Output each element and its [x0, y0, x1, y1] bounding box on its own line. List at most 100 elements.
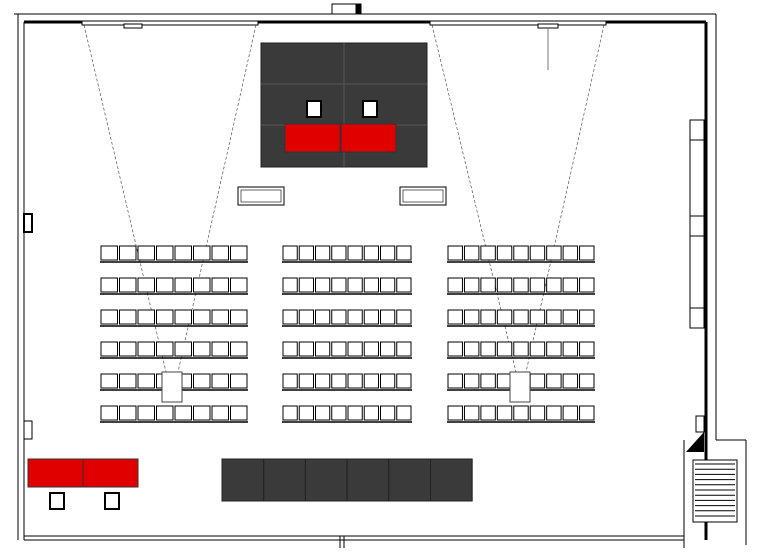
seat [211, 245, 229, 261]
seat [331, 405, 347, 421]
seat [562, 309, 579, 325]
seat [331, 309, 347, 325]
seat [396, 405, 412, 421]
seat [496, 277, 513, 293]
seat [496, 245, 513, 261]
bench-segment [430, 458, 473, 502]
seat [282, 373, 298, 389]
seat [100, 405, 118, 421]
bench-box [49, 492, 65, 510]
seat [174, 277, 192, 293]
seat [331, 373, 347, 389]
seat [156, 277, 174, 293]
seat [331, 341, 347, 357]
seat [529, 405, 546, 421]
bench-red-block [27, 458, 84, 488]
seat [480, 341, 496, 357]
seat [230, 341, 248, 357]
seat [174, 245, 192, 261]
seat [396, 341, 412, 357]
seat [513, 405, 529, 421]
seat [562, 245, 579, 261]
seat [529, 309, 546, 325]
seat [579, 373, 595, 389]
seat [298, 277, 314, 293]
seat [546, 245, 562, 261]
seat [193, 405, 211, 421]
seat [463, 309, 480, 325]
seat [480, 245, 496, 261]
projector [161, 371, 183, 403]
seat [447, 309, 463, 325]
door-swing-icon [686, 432, 704, 452]
seat [380, 277, 396, 293]
seat [562, 373, 579, 389]
seat [282, 245, 298, 261]
seating [100, 245, 595, 423]
seat [447, 373, 463, 389]
seat [347, 373, 363, 389]
bench-red-block [82, 458, 139, 488]
seat [282, 341, 298, 357]
seat [119, 405, 137, 421]
seat [331, 277, 347, 293]
podium-left-inner [240, 189, 282, 203]
seat [100, 373, 118, 389]
seat [546, 277, 562, 293]
seat [119, 309, 137, 325]
stage [260, 42, 428, 168]
seat [396, 277, 412, 293]
podium-left [237, 186, 285, 206]
seat [137, 245, 155, 261]
seat [100, 341, 118, 357]
seat [363, 309, 379, 325]
seat [298, 309, 314, 325]
seat [380, 245, 396, 261]
seat [119, 373, 137, 389]
seat [315, 277, 331, 293]
seat [282, 405, 298, 421]
seat [230, 277, 248, 293]
staircase [692, 459, 738, 523]
seat [315, 405, 331, 421]
seat [396, 245, 412, 261]
seat [211, 277, 229, 293]
seat [119, 245, 137, 261]
bench-segment [304, 458, 348, 502]
seat [298, 405, 314, 421]
seat [363, 373, 379, 389]
seat [579, 277, 595, 293]
seat [546, 341, 562, 357]
seat [156, 405, 174, 421]
seat [529, 341, 546, 357]
seat [529, 245, 546, 261]
seat [380, 341, 396, 357]
seat [480, 405, 496, 421]
seat [447, 277, 463, 293]
seat [447, 341, 463, 357]
seat [347, 277, 363, 293]
seat [496, 309, 513, 325]
seat [156, 309, 174, 325]
podium-right [399, 186, 447, 206]
seat [463, 373, 480, 389]
bench-segment [388, 458, 431, 502]
bench-segment [346, 458, 390, 502]
seat [174, 309, 192, 325]
seat [100, 309, 118, 325]
seat [347, 245, 363, 261]
seat [211, 341, 229, 357]
seat [211, 405, 229, 421]
seat [579, 405, 595, 421]
seat [230, 373, 248, 389]
seat [513, 309, 529, 325]
seat [193, 373, 211, 389]
bench-segment [221, 458, 265, 502]
seat [347, 341, 363, 357]
seat [363, 341, 379, 357]
seat [298, 373, 314, 389]
seat [211, 373, 229, 389]
seat [496, 405, 513, 421]
seat [193, 309, 211, 325]
seat [137, 373, 155, 389]
